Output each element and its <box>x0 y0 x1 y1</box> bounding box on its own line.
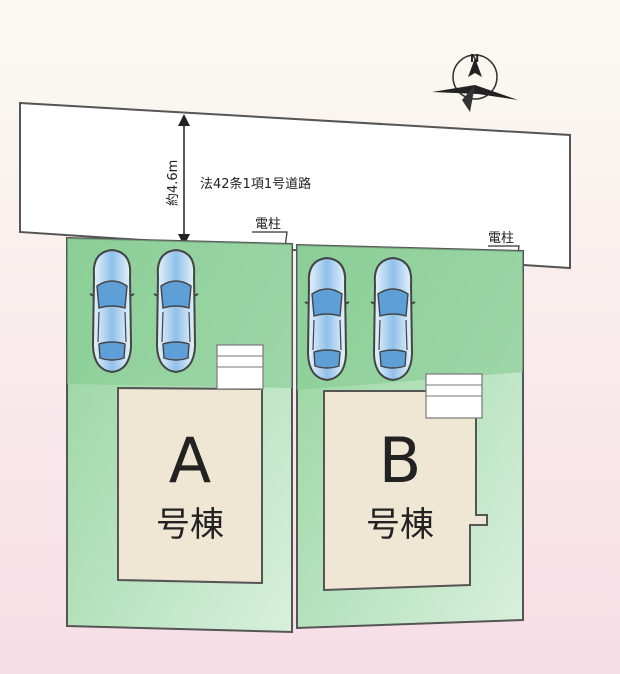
lot-b-building <box>323 390 488 592</box>
lot-b: B 号棟 <box>296 243 524 630</box>
compass-icon: N <box>432 52 518 112</box>
utility-pole-2-label: 電柱 <box>488 231 514 246</box>
lot-a-suffix: 号棟 <box>156 505 224 545</box>
lot-a-car-1 <box>89 249 135 373</box>
lot-b-suffix: 号棟 <box>366 505 434 545</box>
lot-b-car-2 <box>370 257 416 381</box>
lot-a: A 号棟 <box>66 236 293 634</box>
road <box>19 101 571 270</box>
utility-pole-1-label: 電柱 <box>255 217 281 232</box>
lot-a-car-2 <box>153 249 199 373</box>
lot-a-entry-steps <box>216 344 264 390</box>
road-width-label: 約4.6m <box>166 160 181 206</box>
lot-a-letter: A <box>169 424 211 497</box>
road-label: 法42条1項1号道路 <box>200 176 311 192</box>
lot-b-entry-steps <box>425 373 483 419</box>
lot-a-building <box>117 386 263 585</box>
lot-b-car-1 <box>304 257 350 381</box>
compass-north-label: N <box>470 52 479 65</box>
lot-b-letter: B <box>379 424 422 497</box>
